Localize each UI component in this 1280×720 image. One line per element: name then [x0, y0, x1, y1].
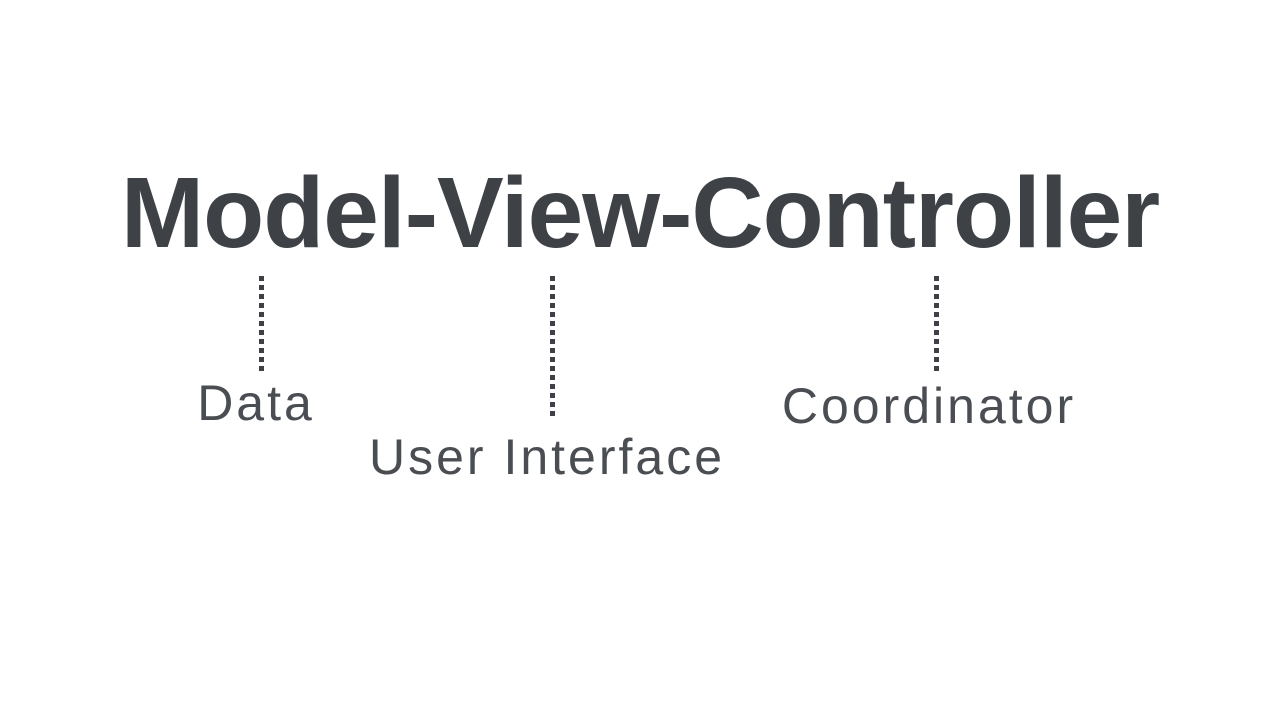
annotation-label-model: Data [197, 375, 315, 431]
annotation-label-controller: Coordinator [781, 378, 1077, 434]
dotted-connector-view [550, 276, 555, 416]
dotted-connector-model [259, 276, 264, 371]
annotation-label-view: User Interface [368, 429, 726, 485]
diagram-title: Model-View-Controller [120, 157, 1160, 269]
dotted-connector-controller [934, 276, 939, 371]
